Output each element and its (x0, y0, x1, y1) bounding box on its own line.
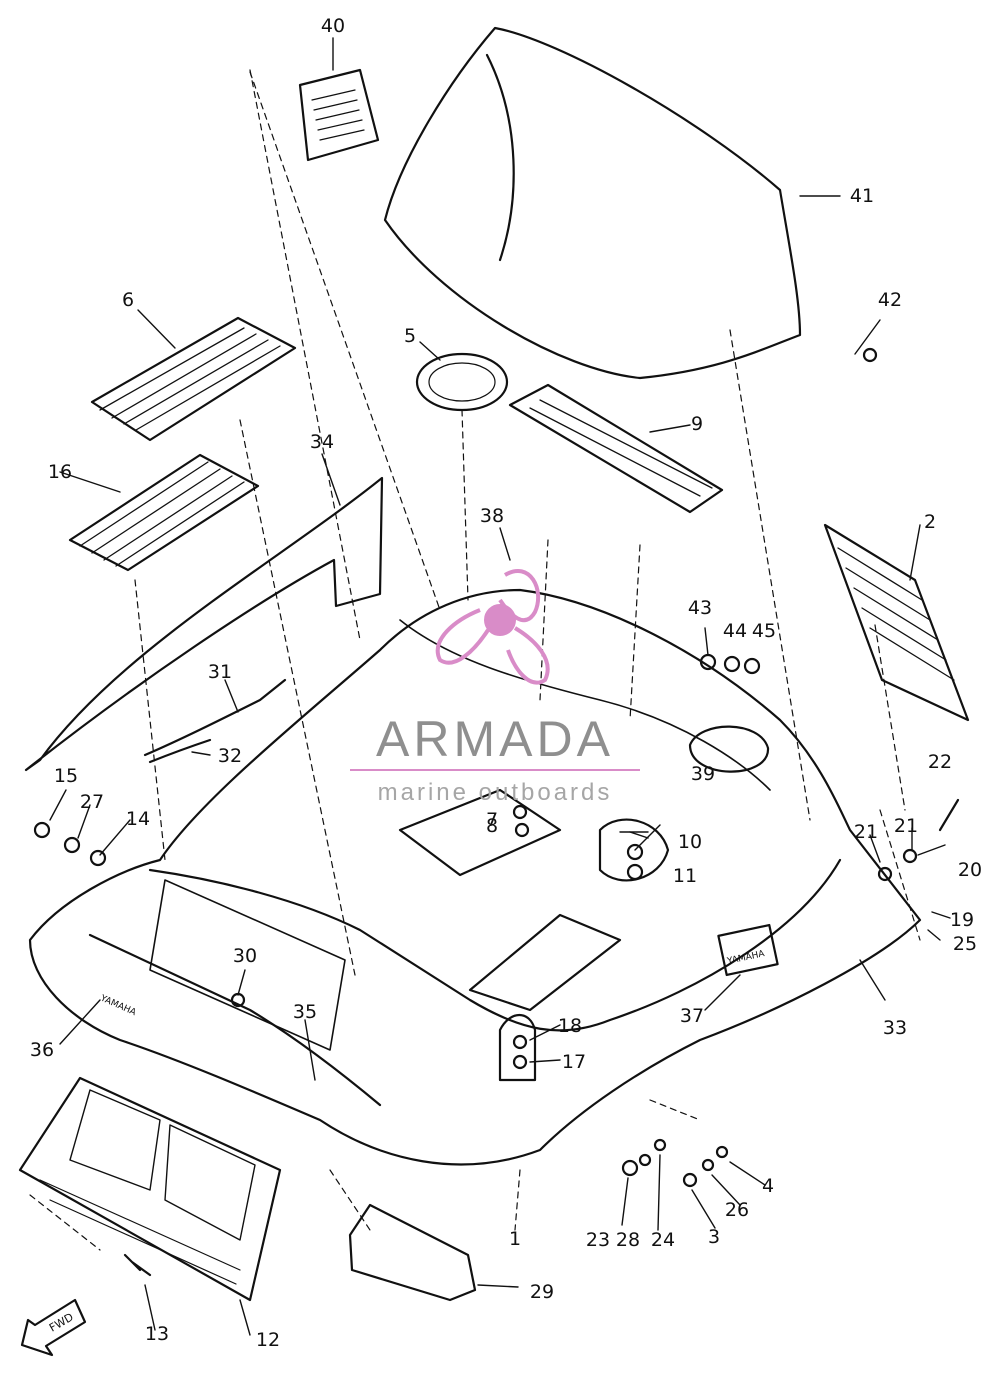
callout-5: 5 (404, 325, 416, 347)
watermark-brand: ARMADA (376, 711, 614, 767)
callout-43: 43 (688, 597, 712, 619)
callout-24: 24 (651, 1229, 675, 1251)
callout-36: 36 (30, 1039, 54, 1061)
callout-15: 15 (54, 765, 78, 787)
callout-44: 44 (723, 620, 747, 642)
callout-40: 40 (321, 15, 345, 37)
grommet-5 (415, 352, 509, 412)
callout-3: 3 (708, 1226, 720, 1248)
callout-30: 30 (233, 945, 257, 967)
callout-29: 29 (530, 1281, 554, 1303)
callout-19: 19 (950, 909, 974, 931)
callout-21: 21 (894, 815, 918, 837)
wire-31-32 (143, 678, 287, 764)
grille-6 (90, 316, 297, 442)
callout-7: 7 (486, 809, 498, 831)
callout-14: 14 (126, 808, 150, 830)
bracket-29 (348, 1203, 477, 1302)
leader-lines (29, 69, 921, 1251)
badge-text: YAMAHA (725, 949, 766, 967)
callout-2: 2 (924, 511, 936, 533)
callout-28: 28 (616, 1229, 640, 1251)
callout-37: 37 (680, 1005, 704, 1027)
caution-label-40 (298, 68, 380, 162)
callout-8: 8 (486, 815, 498, 837)
callout-16: 16 (48, 461, 72, 483)
watermark-logo: ARMADA marine outboards (350, 568, 640, 806)
callout-leaders (49, 37, 951, 1336)
callout-26: 26 (725, 1199, 749, 1221)
callout-25: 25 (953, 933, 977, 955)
engine-cover-body (28, 588, 922, 1166)
callout-18: 18 (558, 1015, 582, 1037)
stripe-decal-34 (24, 476, 384, 772)
side-grille-2 (823, 523, 970, 722)
callout-12: 12 (256, 1329, 280, 1351)
callout-35: 35 (293, 1001, 317, 1023)
callout-22: 22 (928, 751, 952, 773)
callout-17: 17 (562, 1051, 586, 1073)
callout-20: 20 (958, 859, 982, 881)
callout-4: 4 (762, 1175, 774, 1197)
callout-21: 21 (854, 821, 878, 843)
callout-1: 1 (509, 1228, 521, 1250)
badge-37 (717, 923, 779, 977)
callout-39: 39 (691, 763, 715, 785)
callout-41: 41 (850, 185, 874, 207)
callout-45: 45 (752, 620, 776, 642)
callout-34: 34 (310, 431, 334, 453)
hardware (33, 347, 960, 1277)
fwd-arrow-icon (20, 1298, 87, 1357)
grille-9 (508, 383, 724, 514)
top-cover-41 (383, 26, 802, 380)
callout-10: 10 (678, 831, 702, 853)
callout-31: 31 (208, 661, 232, 683)
callout-32: 32 (218, 745, 242, 767)
lower-grille-12 (18, 1076, 282, 1302)
callout-9: 9 (691, 413, 703, 435)
callout-11: 11 (673, 865, 697, 887)
callout-42: 42 (878, 289, 902, 311)
callout-38: 38 (480, 505, 504, 527)
grille-16 (68, 453, 260, 572)
callout-33: 33 (883, 1017, 907, 1039)
callout-23: 23 (586, 1229, 610, 1251)
callout-6: 6 (122, 289, 134, 311)
watermark-tagline: marine outboards (378, 779, 613, 806)
cover-badge-text: YAMAHA (98, 993, 138, 1018)
propeller-icon (435, 568, 550, 685)
callout-27: 27 (80, 791, 104, 813)
callout-13: 13 (145, 1323, 169, 1345)
